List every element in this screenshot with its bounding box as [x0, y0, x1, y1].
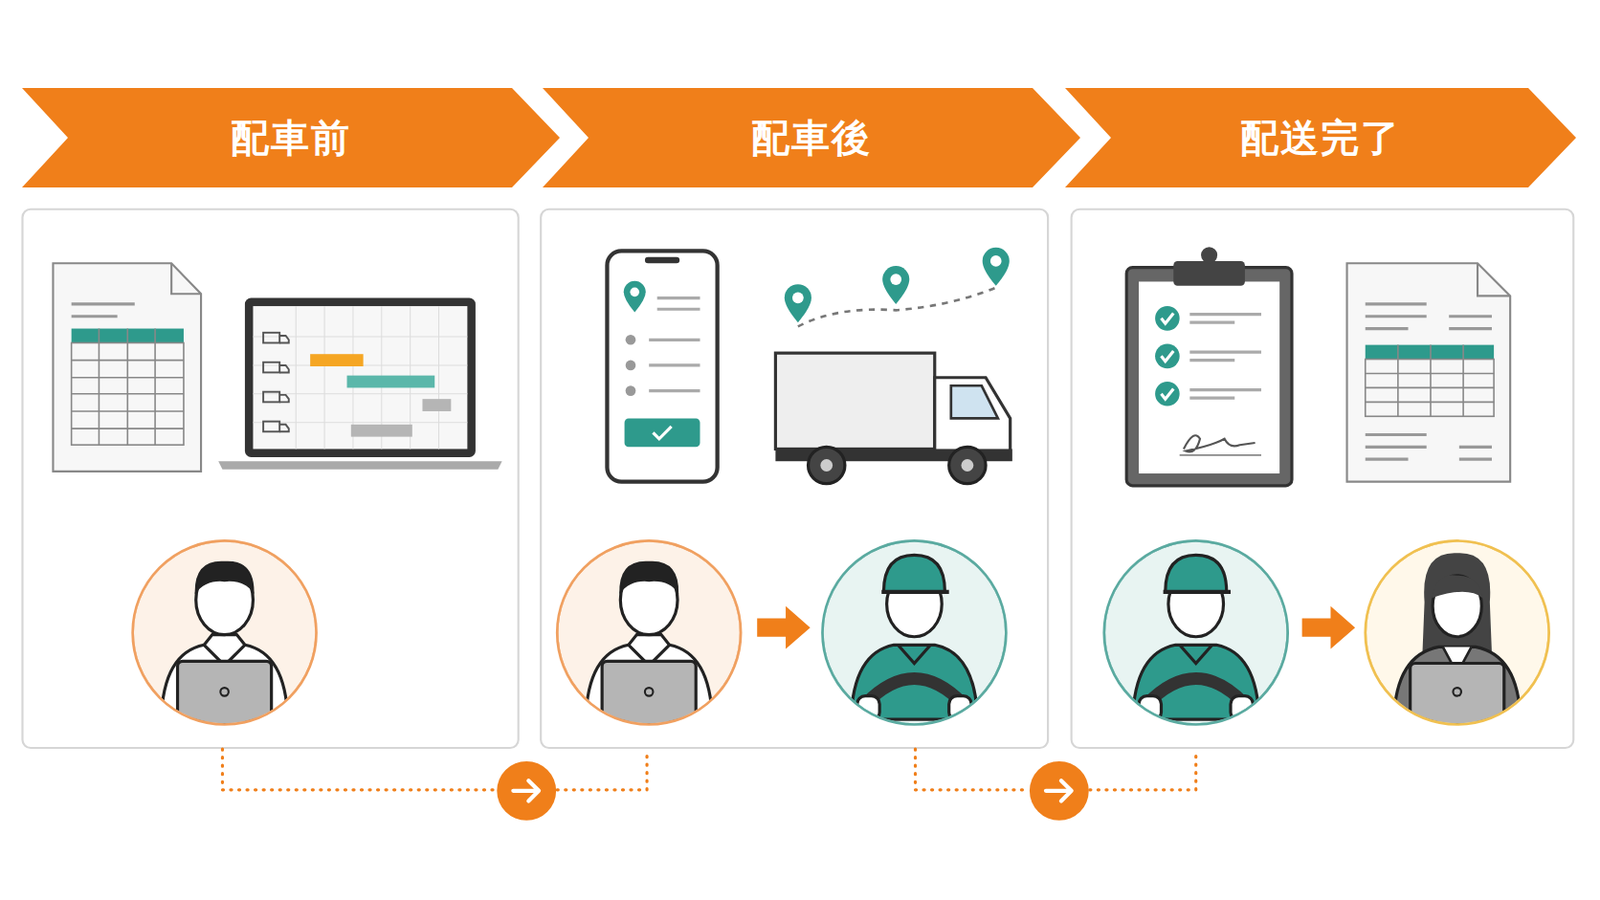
chevron-step: 配車後	[542, 88, 1081, 188]
chevron-fill	[22, 88, 560, 188]
step-title: 配送完了	[1240, 111, 1401, 165]
chevron-fill	[1065, 88, 1577, 188]
chevron-step: 配車前	[22, 88, 560, 188]
chevron-step: 配送完了	[1065, 88, 1577, 188]
step-title: 配車前	[230, 111, 352, 165]
chevron-fill	[542, 88, 1081, 188]
step-title: 配車後	[751, 111, 872, 165]
